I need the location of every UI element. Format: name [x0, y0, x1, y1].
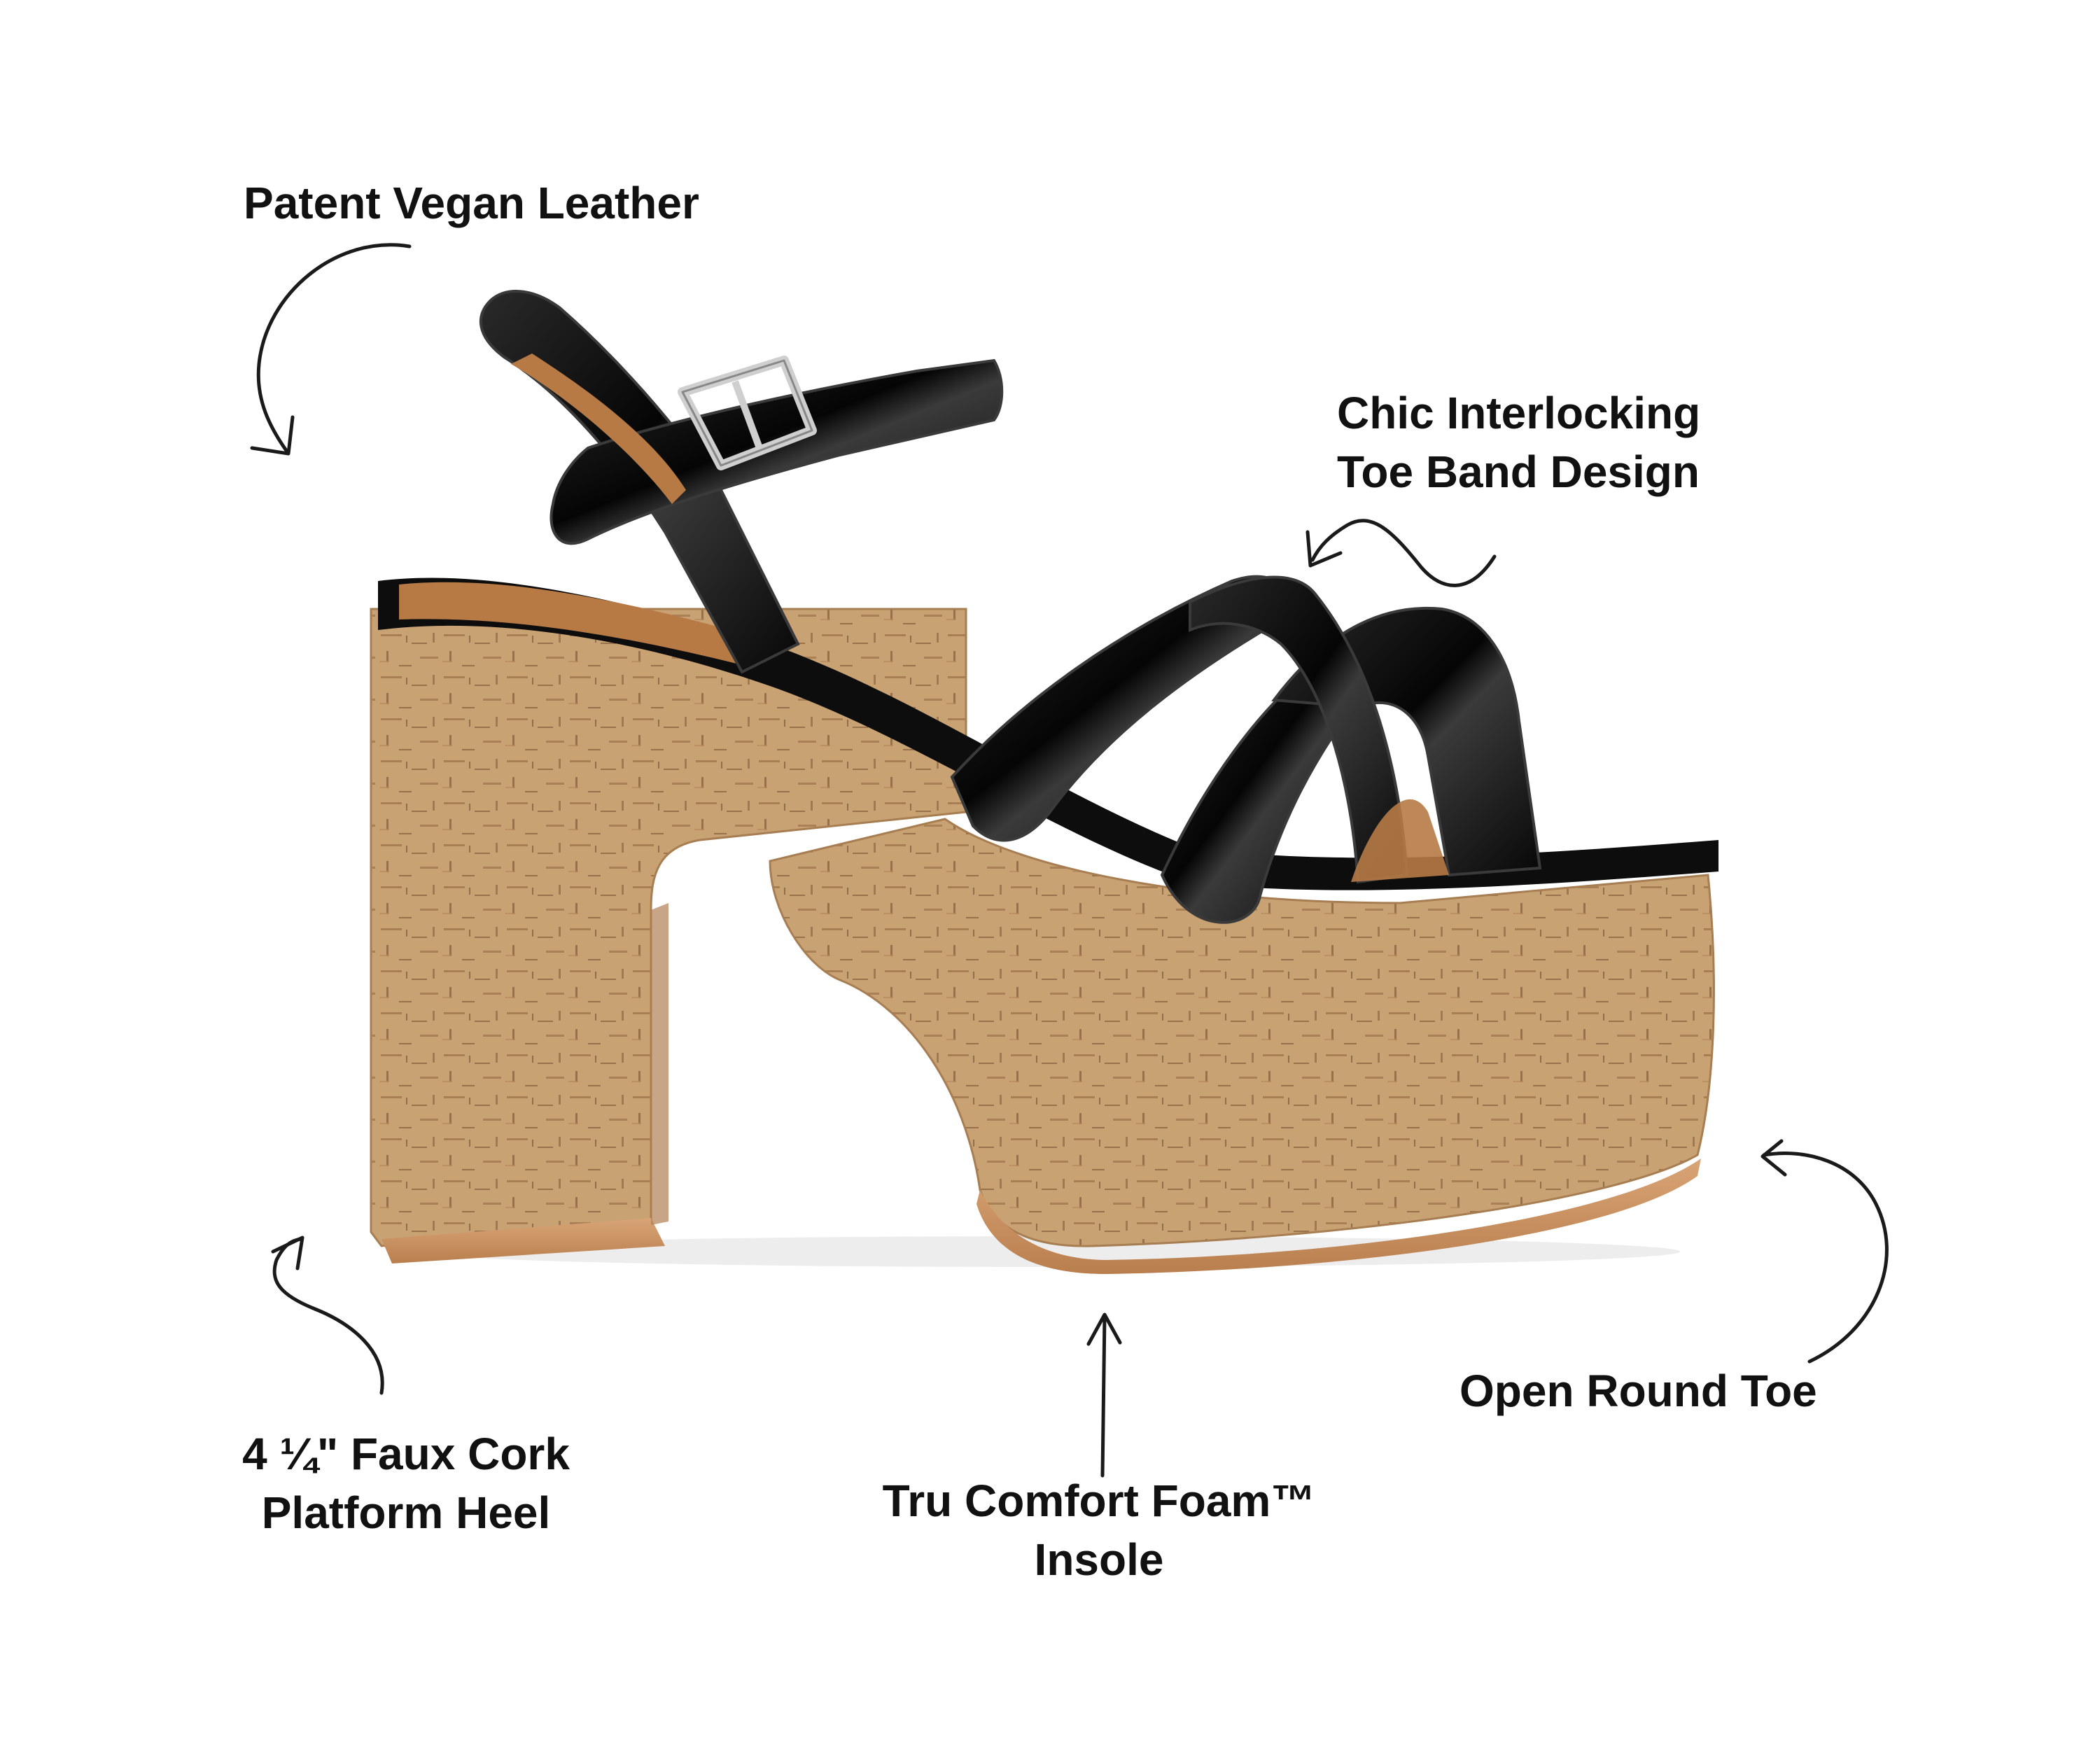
callout-patent-vegan-leather: Patent Vegan Leather — [244, 174, 699, 232]
callout-toe-band-design: Chic Interlocking Toe Band Design — [1337, 384, 1700, 501]
curved-arrow-icon — [250, 243, 412, 456]
platform-sole — [769, 818, 1715, 1274]
callout-text-line-2: Insole — [1034, 1534, 1164, 1585]
platform-heel — [370, 608, 967, 1264]
callout-text-line-1: 4 ¼" Faux Cork — [242, 1429, 570, 1479]
callout-text: Patent Vegan Leather — [244, 178, 699, 228]
curved-arrow-icon — [1760, 1139, 1889, 1364]
callout-platform-heel: 4 ¼" Faux Cork Platform Heel — [210, 1424, 602, 1542]
callout-open-round-toe: Open Round Toe — [1460, 1362, 1817, 1420]
callout-text-line-1: Tru Comfort Foam™ — [882, 1476, 1316, 1526]
callout-text-line-1: Chic Interlocking — [1337, 388, 1701, 438]
buckle — [678, 356, 817, 470]
toe-bands — [950, 575, 1542, 924]
callout-text-line-2: Platform Heel — [261, 1488, 551, 1538]
callout-comfort-insole: Tru Comfort Foam™ Insole — [861, 1471, 1337, 1589]
callout-text-line-2: Toe Band Design — [1337, 447, 1700, 497]
ankle-strap — [479, 290, 1004, 674]
straight-arrow-icon — [1086, 1312, 1122, 1478]
callout-text: Open Round Toe — [1460, 1366, 1817, 1416]
footbed — [378, 578, 1718, 890]
curved-arrow-icon — [271, 1236, 384, 1395]
squiggle-arrow-icon — [1306, 519, 1497, 587]
